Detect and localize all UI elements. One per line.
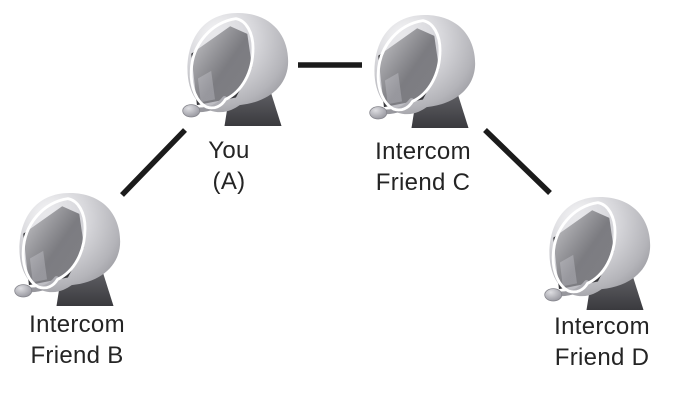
label-line: Intercom (554, 313, 650, 340)
label-line: Friend B (30, 342, 124, 369)
node-label-friend-d: Intercom Friend D (527, 311, 677, 373)
label-line: (A) (212, 168, 246, 195)
label-line: Friend C (375, 169, 471, 196)
label-line: Intercom (29, 311, 125, 338)
helmet-headset-icon (9, 189, 123, 309)
node-label-friend-c: Intercom Friend C (348, 136, 498, 198)
node-label-you: You (A) (154, 135, 304, 197)
node-label-friend-b: Intercom Friend B (2, 309, 152, 371)
node-friend-b (9, 189, 123, 309)
label-line: Intercom (375, 138, 471, 165)
helmet-headset-icon (364, 11, 478, 131)
label-line: You (208, 137, 250, 164)
node-you (177, 9, 291, 129)
node-friend-d (539, 193, 653, 313)
helmet-headset-icon (539, 193, 653, 313)
node-friend-c (364, 11, 478, 131)
label-line: Friend D (554, 344, 650, 371)
helmet-headset-icon (177, 9, 291, 129)
